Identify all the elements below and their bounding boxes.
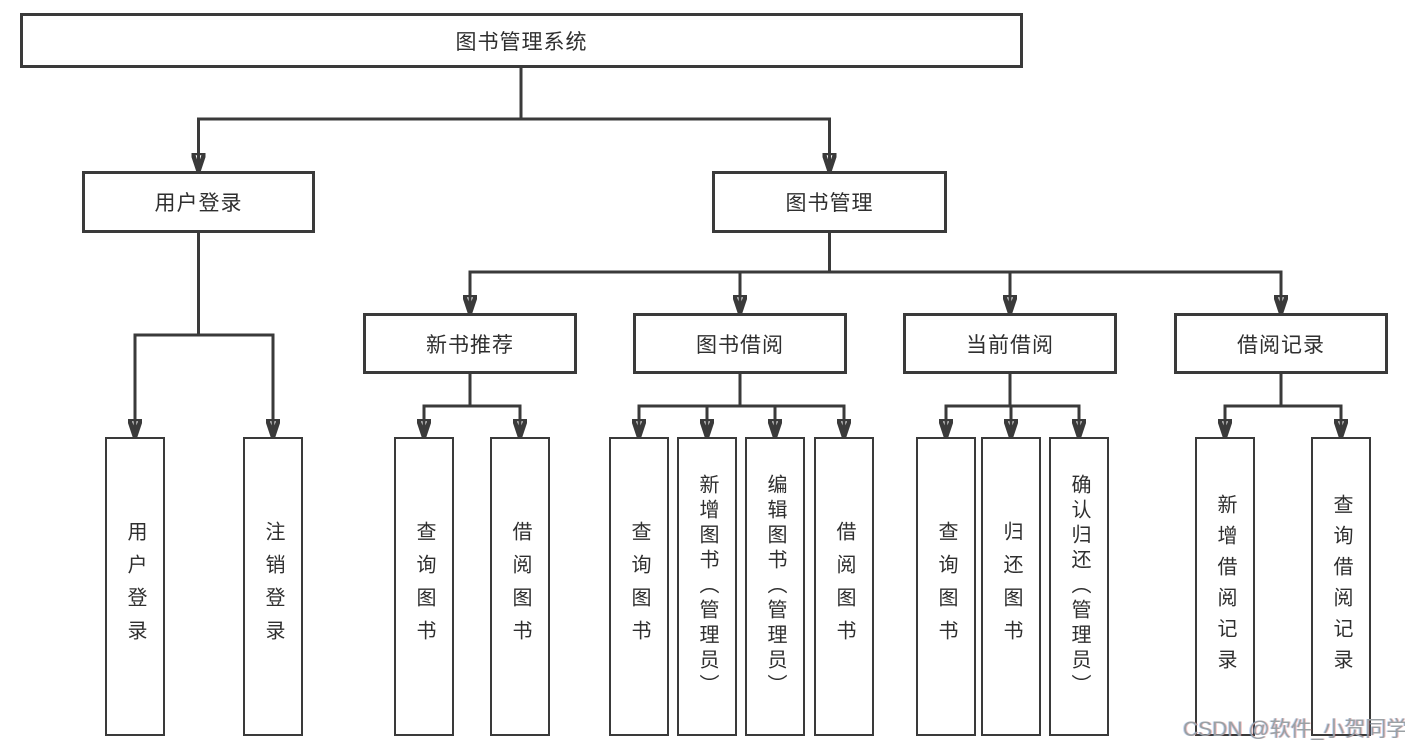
leaf-current-return: 归还图书	[981, 437, 1041, 736]
node-label: 用户登录	[154, 192, 243, 215]
node-label: 新书推荐	[426, 333, 514, 357]
leaf-newbook-query: 查询图书	[394, 437, 454, 736]
node-borrow-record: 借阅记录	[1174, 313, 1388, 374]
connector-new-book-to-leaves	[424, 374, 520, 434]
node-label: 新增图书（管理员）	[696, 474, 718, 699]
leaf-newbook-borrow: 借阅图书	[490, 437, 550, 736]
node-label: 查询图书	[935, 520, 957, 653]
node-label: 新增借阅记录	[1214, 493, 1236, 680]
leaf-borrow-query: 查询图书	[609, 437, 669, 736]
node-label: 图书管理系统	[455, 30, 588, 54]
node-label: 查询借阅记录	[1330, 493, 1352, 680]
leaf-current-query: 查询图书	[916, 437, 976, 736]
node-label: 借阅图书	[833, 520, 855, 653]
node-current-borrow: 当前借阅	[903, 313, 1117, 374]
node-label: 当前借阅	[966, 333, 1054, 357]
connector-current-borrow-to-leaves	[946, 374, 1079, 434]
node-label: 查询图书	[628, 520, 650, 653]
node-label: 确认归还（管理员）	[1068, 474, 1090, 699]
node-label: 借阅图书	[509, 520, 531, 653]
leaf-current-confirm-return: 确认归还（管理员）	[1049, 437, 1109, 736]
leaf-borrow-book: 借阅图书	[814, 437, 874, 736]
csdn-watermark: CSDN @软件_小贺同学	[1183, 718, 1405, 741]
leaf-borrow-add-book: 新增图书（管理员）	[677, 437, 737, 736]
leaf-logout: 注销登录	[243, 437, 303, 736]
connector-user-login-to-leaves	[135, 233, 273, 434]
leaf-user-login: 用户登录	[105, 437, 165, 736]
node-label: 借阅记录	[1237, 333, 1325, 357]
node-system-root: 图书管理系统	[20, 13, 1023, 68]
connector-book-borrow-to-leaves	[639, 374, 844, 434]
node-label: 用户登录	[124, 520, 146, 653]
node-user-login: 用户登录	[82, 171, 315, 233]
node-book-borrow: 图书借阅	[633, 313, 847, 374]
node-label: 归还图书	[1000, 520, 1022, 653]
leaf-borrow-edit-book: 编辑图书（管理员）	[745, 437, 805, 736]
connector-book-mgmt-to-level3	[470, 233, 1281, 310]
connector-borrow-record-to-leaves	[1225, 374, 1341, 434]
node-new-book-recommend: 新书推荐	[363, 313, 577, 374]
leaf-record-query: 查询借阅记录	[1311, 437, 1371, 736]
connector-root-to-level2	[199, 68, 830, 168]
node-label: 图书管理	[785, 192, 874, 215]
node-label: 注销登录	[262, 520, 284, 653]
node-label: 查询图书	[413, 520, 435, 653]
node-label: 编辑图书（管理员）	[764, 474, 786, 699]
node-label: 图书借阅	[696, 333, 784, 357]
node-book-management: 图书管理	[712, 171, 947, 233]
leaf-record-add: 新增借阅记录	[1195, 437, 1255, 736]
